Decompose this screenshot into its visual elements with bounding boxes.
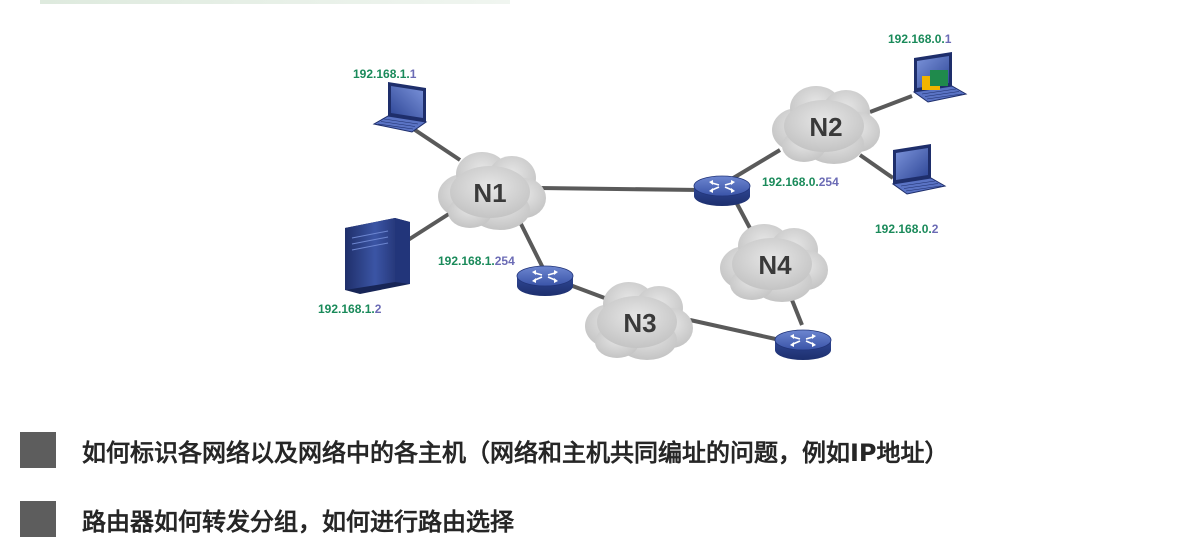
ip-suffix: 254 (495, 254, 515, 268)
ip-label-host-1-2: 192.168.1.2 (318, 302, 382, 316)
ip-prefix: 192.168.0. (888, 32, 945, 46)
router-icon-n3-n4: ROUTER (774, 329, 832, 368)
ip-prefix: 192.168.0. (762, 175, 819, 189)
ip-label-router-0-254: 192.168.0.254 (762, 175, 839, 189)
ip-suffix: 1 (410, 67, 417, 81)
network-label-n2: N2 (809, 112, 842, 142)
header-fade (40, 0, 510, 4)
bullet-square-icon (20, 501, 56, 537)
laptop-icon-host-0-2 (892, 143, 946, 195)
ip-prefix: 192.168.1. (438, 254, 495, 268)
ip-label-host-1-1: 192.168.1.1 (353, 67, 417, 81)
ip-suffix: 1 (945, 32, 952, 46)
window-icon-green (930, 70, 948, 86)
network-label-n1: N1 (473, 178, 506, 208)
ip-suffix: 2 (932, 222, 939, 236)
links (406, 94, 913, 342)
bullet-text: 如何标识各网络以及网络中的各主机（网络和主机共同编址的问题，例如IP地址） (82, 438, 949, 467)
bullet-text: 路由器如何转发分组，如何进行路由选择 (82, 507, 514, 536)
bullet-square-icon (20, 432, 56, 468)
network-label-n3: N3 (623, 308, 656, 338)
ip-suffix: 2 (375, 302, 382, 316)
ip-suffix: 254 (819, 175, 839, 189)
ip-label-host-0-1: 192.168.0.1 (888, 32, 952, 46)
server-icon-host-1-2 (345, 218, 410, 294)
laptop-icon-host-0-1 (913, 51, 967, 103)
router-text-label: ROUTER (711, 208, 733, 214)
router-icon-n1-n2-n4: ROUTER (693, 175, 751, 214)
ip-prefix: 192.168.1. (353, 67, 410, 81)
ip-prefix: 192.168.0. (875, 222, 932, 236)
ip-label-router-1-254: 192.168.1.254 (438, 254, 515, 268)
network-label-n4: N4 (758, 250, 792, 280)
router-text-label: ROUTER (792, 362, 814, 368)
bullet-item: 路由器如何转发分组，如何进行路由选择 (0, 501, 514, 537)
router-text-label: ROUTER (534, 298, 556, 304)
ip-label-host-0-2: 192.168.0.2 (875, 222, 939, 236)
ip-prefix: 192.168.1. (318, 302, 375, 316)
laptop-icon-host-1-1 (373, 81, 427, 133)
bullet-item: 如何标识各网络以及网络中的各主机（网络和主机共同编址的问题，例如IP地址） (0, 432, 949, 468)
router-icon-n1-n3: ROUTER (516, 265, 574, 304)
